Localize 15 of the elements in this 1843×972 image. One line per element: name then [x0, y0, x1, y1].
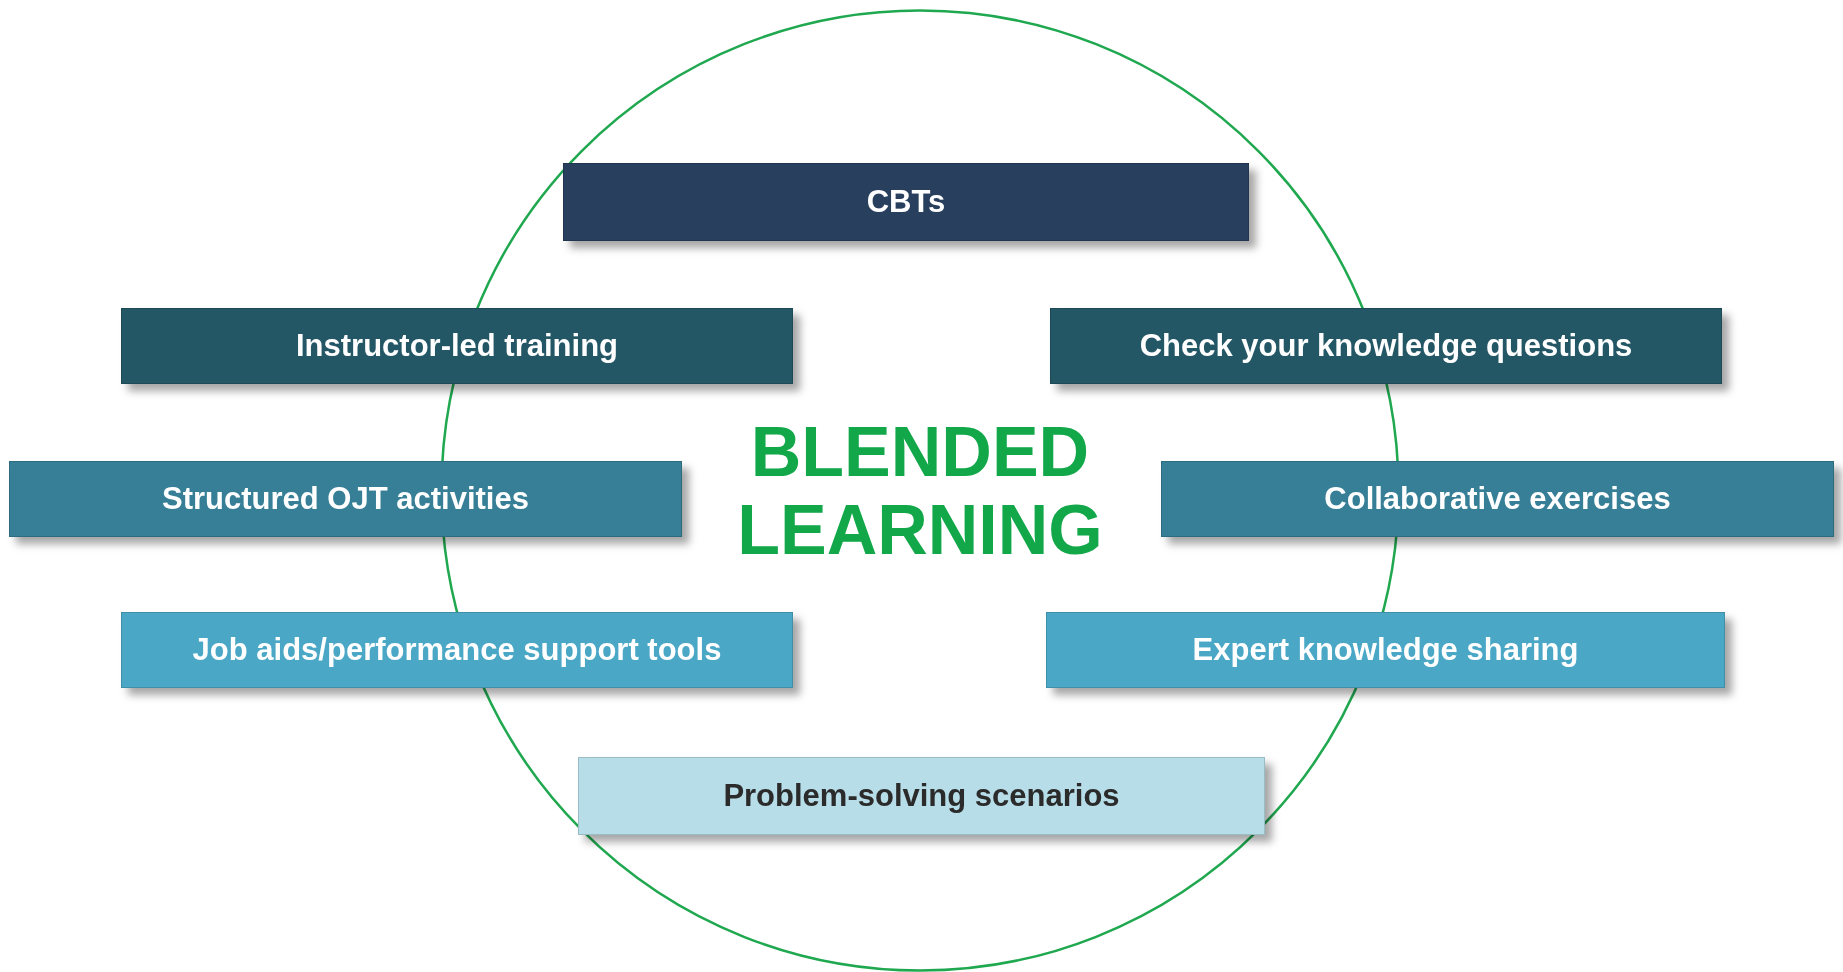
- box-label: Instructor-led training: [295, 328, 619, 364]
- box-label: Collaborative exercises: [1324, 481, 1671, 517]
- topic-box: [121, 308, 793, 384]
- box-label: Structured OJT activities: [162, 481, 529, 517]
- center-title: BLENDED LEARNING: [736, 412, 1104, 569]
- box-label: CBTs: [866, 184, 946, 220]
- topic-box: [1161, 461, 1834, 537]
- box-label: Check your knowledge questions: [1139, 328, 1633, 364]
- box-label: Problem-solving scenarios: [723, 778, 1120, 814]
- topic-box: [1046, 612, 1725, 688]
- topic-box: [121, 612, 793, 688]
- topic-box: [9, 461, 682, 537]
- box-label: Expert knowledge sharing: [1192, 632, 1579, 668]
- box-label: Job aids/performance support tools: [192, 632, 722, 668]
- topic-box: [1050, 308, 1722, 384]
